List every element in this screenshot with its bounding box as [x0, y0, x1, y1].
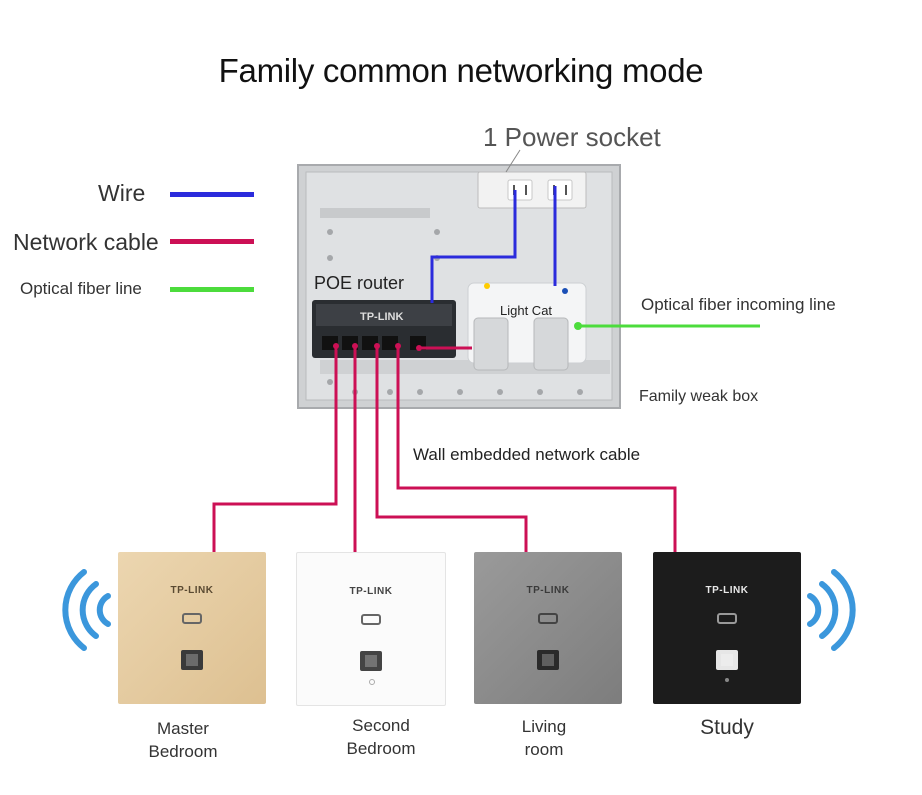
room-label-master-bedroom: Master Bedroom [148, 719, 218, 761]
wall-panel-master-bedroom: TP-LINK [118, 552, 266, 704]
room-label-living-room: Living room [521, 717, 567, 759]
fiber-line [574, 322, 760, 330]
panel-brand: TP-LINK [705, 585, 749, 596]
ethernet-port-icon [181, 650, 203, 670]
poe-router-device: TP-LINK [312, 300, 456, 358]
cable-plugs [333, 343, 422, 351]
room-label-study: Study [700, 716, 754, 739]
room-label-second-bedroom: Second Bedroom [346, 716, 416, 758]
light-cat-device [467, 282, 587, 371]
weak-box-label: Family weak box [639, 388, 759, 405]
reset-dot [725, 678, 729, 682]
wifi-led-icon [361, 614, 381, 625]
wifi-led-icon [717, 613, 737, 624]
legend-fiber-label: Optical fiber line [20, 279, 142, 298]
wall-panel-study: TP-LINK [653, 552, 801, 704]
wifi-led-icon [182, 613, 202, 624]
legend-wire-line [170, 192, 254, 197]
wifi-signal-icon [62, 569, 111, 651]
network-cables [212, 346, 677, 552]
power-socket-icon [477, 149, 587, 209]
panel-brand: TP-LINK [170, 585, 214, 596]
wifi-led-icon [538, 613, 558, 624]
wall-panel-second-bedroom: TP-LINK [296, 552, 446, 706]
wire-lines [430, 186, 557, 303]
ethernet-port-icon [716, 650, 738, 670]
fiber-incoming-label: Optical fiber incoming line [641, 295, 836, 314]
wall-panel-living-room: TP-LINK [474, 552, 622, 704]
legend-wire-label: Wire [98, 180, 146, 206]
power-socket-label: 1 Power socket [483, 122, 661, 152]
poe-router-label: POE router [314, 273, 405, 293]
ethernet-port-icon [360, 651, 382, 671]
legend-fiber-line [170, 287, 254, 292]
light-cat-label: Light Cat [500, 303, 553, 318]
panel-brand: TP-LINK [526, 585, 570, 596]
ethernet-port-icon [537, 650, 559, 670]
wall-cable-label: Wall embedded network cable [413, 445, 641, 464]
legend-network-cable-label: Network cable [13, 229, 159, 255]
page-title: Family common networking mode [218, 52, 704, 89]
legend-network-cable-line [170, 239, 254, 244]
reset-dot [369, 679, 375, 685]
svg-text:TP-LINK: TP-LINK [360, 311, 403, 323]
wifi-signal-icon [807, 569, 856, 651]
panel-brand: TP-LINK [349, 586, 393, 597]
